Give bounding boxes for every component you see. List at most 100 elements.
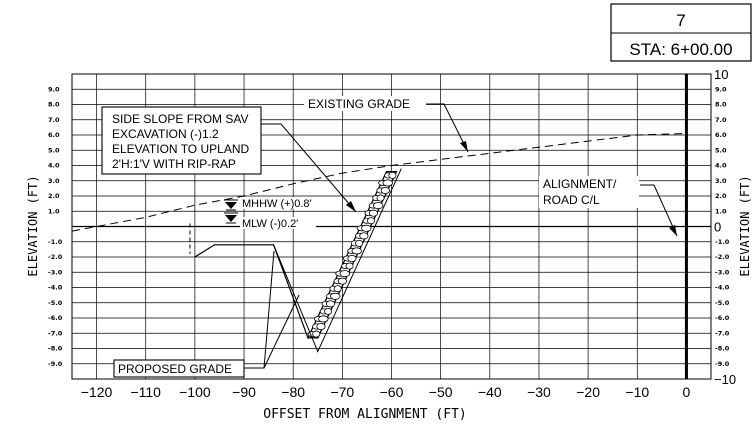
y-tick-label-right: -7.0 bbox=[715, 329, 730, 337]
existing-grade-label: EXISTING GRADE bbox=[308, 97, 410, 111]
y-tick-label-left: 8.0 bbox=[48, 101, 60, 109]
side-slope-callout: SIDE SLOPE FROM SAV EXCAVATION (-)1.2 EL… bbox=[101, 106, 357, 213]
riprap-stone bbox=[388, 171, 397, 179]
y-tick-label-left: 6.0 bbox=[48, 131, 60, 139]
y-tick-label-left: 7.0 bbox=[48, 116, 60, 124]
y-tick-label-left: 4.0 bbox=[48, 162, 60, 170]
y-tick-label-right: 7.0 bbox=[715, 116, 727, 124]
y-tick-label-right: 9.0 bbox=[715, 85, 727, 93]
x-tick-label: −50 bbox=[429, 384, 453, 400]
y-tick-label-right: -1.0 bbox=[715, 238, 730, 246]
riprap-stone bbox=[325, 300, 336, 308]
riprap-stone bbox=[330, 292, 341, 300]
y-axis-title-left: ELEVATION (FT) bbox=[26, 175, 40, 276]
plot-series bbox=[71, 74, 688, 379]
riprap-stone bbox=[372, 202, 384, 210]
y-major-label-right: 0 bbox=[714, 220, 721, 235]
y-tick-label-right: 5.0 bbox=[715, 146, 727, 154]
riprap-stone bbox=[382, 179, 393, 187]
side-slope-line-1: SIDE SLOPE FROM SAV bbox=[112, 112, 248, 126]
y-tick-label-left: -9.0 bbox=[48, 360, 63, 368]
riprap-stone bbox=[318, 315, 329, 323]
x-tick-label: −70 bbox=[330, 384, 354, 400]
y-tick-label-left: -4.0 bbox=[48, 284, 63, 292]
y-tick-label-right: 1.0 bbox=[715, 207, 727, 215]
x-tick-label: −90 bbox=[232, 384, 256, 400]
y-tick-label-right: -4.0 bbox=[715, 284, 730, 292]
y-tick-label-right: 6.0 bbox=[715, 131, 727, 139]
alignment-label-line-1: ALIGNMENT/ bbox=[543, 177, 617, 191]
riprap-stone bbox=[347, 254, 357, 262]
y-tick-label-right: 2.0 bbox=[715, 192, 727, 200]
x-tick-label: −40 bbox=[478, 384, 502, 400]
y-axis-title-right: ELEVATION (FT) bbox=[738, 175, 752, 276]
riprap-stone bbox=[376, 194, 385, 202]
proposed-grade-label: PROPOSED GRADE bbox=[118, 362, 232, 376]
side-slope-line-4: 2'H:1'V WITH RIP-RAP bbox=[112, 157, 236, 171]
y-tick-label-left: -7.0 bbox=[48, 329, 63, 337]
y-tick-label-right: 3.0 bbox=[715, 177, 727, 185]
station-label: STA: 6+00.00 bbox=[629, 40, 732, 59]
riprap-stone bbox=[337, 277, 348, 285]
y-major-label-right: 10 bbox=[714, 67, 728, 82]
proposed-grade-callout: PROPOSED GRADE bbox=[113, 250, 300, 378]
y-tick-label-left: -3.0 bbox=[48, 268, 63, 276]
riprap-stone bbox=[351, 247, 362, 255]
y-tick-label-right: -3.0 bbox=[715, 268, 730, 276]
riprap-stone bbox=[359, 232, 369, 240]
x-tick-label: −120 bbox=[81, 384, 113, 400]
y-tick-label-left: 9.0 bbox=[48, 85, 60, 93]
y-tick-label-right: -9.0 bbox=[715, 360, 730, 368]
riprap-stone bbox=[380, 186, 390, 194]
y-tick-label-left: 3.0 bbox=[48, 177, 60, 185]
x-tick-label: −30 bbox=[527, 384, 551, 400]
x-tick-label: 0 bbox=[683, 384, 691, 400]
fill-outline bbox=[273, 168, 402, 353]
x-tick-label: −20 bbox=[576, 384, 600, 400]
y-tick-label-right: -6.0 bbox=[715, 314, 730, 322]
mhhw-label: MHHW (+)0.8' bbox=[242, 198, 312, 210]
x-tick-label: −80 bbox=[281, 384, 305, 400]
riprap-stone bbox=[368, 209, 379, 217]
y-tick-label-left: -8.0 bbox=[48, 345, 63, 353]
riprap-stone bbox=[333, 285, 342, 293]
y-tick-label-right: 8.0 bbox=[715, 101, 727, 109]
y-major-label-right: −10 bbox=[714, 372, 736, 387]
y-tick-label-right: -2.0 bbox=[715, 253, 730, 261]
y-tick-label-left: -5.0 bbox=[48, 299, 63, 307]
water-level-markers: MHHW (+)0.8' MLW (-)0.2' bbox=[224, 197, 324, 230]
x-tick-label: −60 bbox=[380, 384, 404, 400]
y-tick-label-left: 5.0 bbox=[48, 146, 60, 154]
y-tick-label-left: 2.0 bbox=[48, 192, 60, 200]
side-slope-line-3: ELEVATION TO UPLAND bbox=[112, 142, 249, 156]
riprap-stone bbox=[367, 217, 376, 225]
riprap-stone bbox=[361, 224, 372, 232]
y-tick-labels: -9.0 -9.0 -8.0 -8.0 -7.0 -7.0 -6.0 -6.0 -5.0 -5.0… bbox=[48, 67, 736, 387]
mlw-label: MLW (-)0.2' bbox=[242, 218, 298, 230]
y-tick-label-left: 1.0 bbox=[48, 207, 60, 215]
riprap-stone bbox=[316, 322, 326, 330]
side-slope-line-2: EXCAVATION (-)1.2 bbox=[112, 127, 219, 141]
plot-frame bbox=[71, 73, 712, 380]
y-tick-label-right: -5.0 bbox=[715, 299, 730, 307]
riprap-stone bbox=[312, 330, 321, 338]
x-tick-label: −110 bbox=[130, 384, 161, 400]
y-tick-label-left: -1.0 bbox=[48, 238, 63, 246]
x-axis-title: OFFSET FROM ALIGNMENT (FT) bbox=[263, 407, 467, 422]
y-tick-label-right: 4.0 bbox=[715, 162, 727, 170]
riprap-stone bbox=[324, 307, 333, 315]
existing-grade-callout: EXISTING GRADE bbox=[304, 96, 469, 153]
y-tick-label-left: -6.0 bbox=[48, 314, 63, 322]
riprap-stone bbox=[345, 262, 354, 270]
y-tick-label-right: -8.0 bbox=[715, 345, 730, 353]
x-tick-label: −10 bbox=[625, 384, 649, 400]
alignment-label-line-2: ROAD C/L bbox=[543, 193, 600, 207]
y-tick-label-left: -2.0 bbox=[48, 253, 63, 261]
existing-grade-line bbox=[71, 132, 687, 232]
x-tick-label: −100 bbox=[179, 384, 211, 400]
alignment-callout: ALIGNMENT/ ROAD C/L bbox=[539, 176, 678, 237]
section-number: 7 bbox=[676, 11, 685, 30]
station-box: 7 STA: 6+00.00 bbox=[610, 3, 752, 62]
